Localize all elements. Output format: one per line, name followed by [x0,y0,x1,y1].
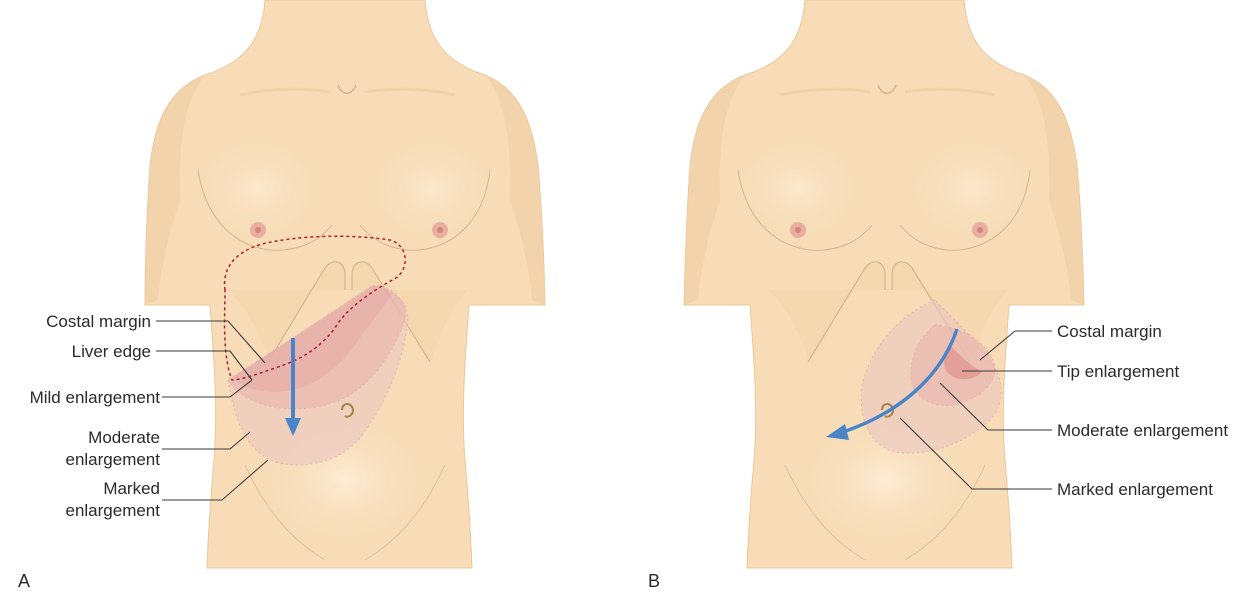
label-moderate-enlargement-b: Moderate enlargement [1057,421,1228,440]
right-shoulder-shade-b [1024,75,1084,305]
breast-fold-left-a [197,169,333,251]
label-mild-enlargement-a: Mild enlargement [30,388,161,407]
pelvis-line-right-b [904,464,986,561]
enlargement-direction-arrow-head-a [285,418,301,436]
right-shoulder-shade-a [485,75,545,305]
panel-a: Costal margin Liver edge Mild enlargemen… [18,0,546,591]
label-marked-line1-a: Marked [103,479,160,498]
nipple-left-center-a [255,227,261,233]
nipple-right-center-b [977,227,983,233]
leader-marked-a [162,459,269,501]
clavicle-left-a [239,87,331,97]
breast-left-a [188,137,328,253]
leader-marked-b [899,417,1052,490]
panel-b: Costal margin Tip enlargement Moderate e… [648,0,1228,591]
costal-margin-line-b [807,261,971,363]
pelvis-line-left-a [244,464,326,561]
costal-margin-shape-a [228,262,468,362]
leader-costal-margin-b [979,330,1052,361]
leader-moderate-a [162,431,251,450]
label-moderate-line1-a: Moderate [88,428,160,447]
costal-margin-shape-b [768,262,1008,362]
left-shoulder-shade-b [684,75,745,305]
panel-letter-b: B [648,571,660,591]
sternal-notch-b [877,84,897,94]
clavicle-right-b [904,87,996,97]
label-moderate-line2-a: enlargement [65,450,160,469]
liver-outline-a [223,235,406,381]
enlargement-direction-arrow-curve-b [839,328,959,435]
breast-right-b [902,137,1042,253]
clavicle-right-a [364,87,456,97]
leader-costal-margin-a [156,320,266,364]
breast-fold-left-b [737,169,873,251]
label-marked-line2-a: enlargement [65,501,160,520]
costal-margin-line-a [267,261,431,363]
label-liver-edge-a: Liver edge [72,342,151,361]
moderate-enlargement-zone-a [227,284,407,410]
clavicle-left-b [779,87,871,97]
label-tip-enlargement-b: Tip enlargement [1057,362,1179,381]
umbilicus-a [341,403,355,418]
breast-fold-right-b [899,169,1031,251]
breast-left-b [728,137,868,253]
breast-right-a [362,137,502,253]
enlargement-direction-arrow-head-b [826,424,849,440]
pelvis-line-right-a [364,464,446,561]
leader-mild-a [162,379,253,398]
label-costal-margin-b: Costal margin [1057,322,1162,341]
label-costal-margin-a: Costal margin [46,312,151,331]
leader-moderate-b [939,382,1052,431]
nipple-right-center-a [437,227,443,233]
pelvis-line-left-b [784,464,866,561]
sternal-notch-a [337,84,357,94]
nipple-left-center-b [795,227,801,233]
breast-fold-right-a [359,169,491,251]
mild-enlargement-zone-a [232,285,392,393]
left-shoulder-shade-a [145,75,205,305]
panel-letter-a: A [18,571,30,591]
leader-liver-edge-a [156,350,253,381]
label-marked-enlargement-b: Marked enlargement [1057,480,1213,499]
